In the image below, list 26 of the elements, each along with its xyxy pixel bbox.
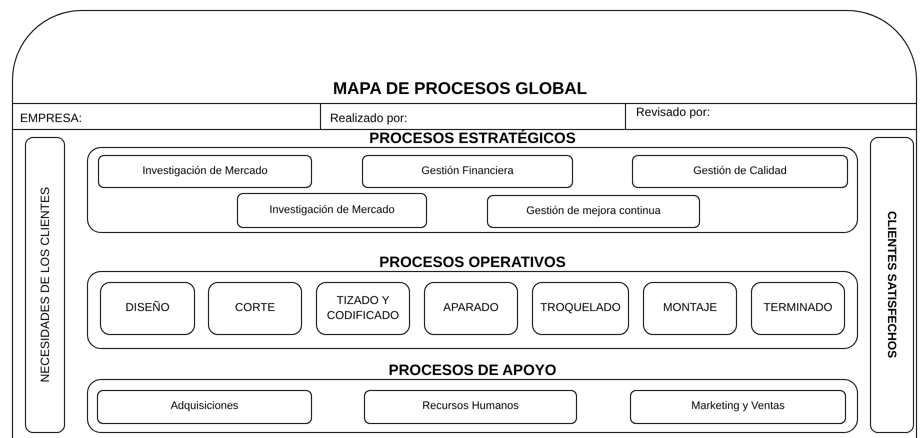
- process-box: Recursos Humanos: [364, 390, 577, 424]
- vertical-label: CLIENTES SATISFECHOS: [884, 211, 900, 359]
- section-heading: PROCESOS ESTRATÉGICOS: [369, 131, 576, 146]
- header-field-label: EMPRESA:: [20, 112, 82, 124]
- process-box: Investigación de Mercado: [237, 193, 427, 228]
- process-box: Investigación de Mercado: [98, 155, 312, 188]
- header-field-label: Revisado por:: [636, 106, 710, 118]
- process-box: APARADO: [424, 282, 518, 335]
- process-box: Marketing y Ventas: [630, 390, 846, 424]
- process-box: TERMINADO: [751, 282, 845, 335]
- process-box: MONTAJE: [643, 282, 737, 335]
- process-box: CORTE: [208, 282, 302, 335]
- process-box: Adquisiciones: [97, 390, 312, 424]
- section-heading: PROCESOS DE APOYO: [388, 363, 556, 378]
- section-heading: PROCESOS OPERATIVOS: [379, 255, 566, 270]
- process-box: TROQUELADO: [532, 282, 629, 335]
- diagram-title: MAPA DE PROCESOS GLOBAL: [332, 80, 588, 97]
- process-box: TIZADO Y CODIFICADO: [316, 282, 410, 335]
- process-box: Gestión de mejora continua: [487, 195, 700, 228]
- header-field-label: Realizado por:: [330, 112, 408, 124]
- process-box: DISEÑO: [100, 282, 195, 335]
- side-bar: [25, 137, 65, 433]
- vertical-label: NECESIDADES DE LOS CLIENTES: [37, 187, 53, 383]
- process-box: Gestión Financiera: [362, 155, 573, 188]
- process-box: Gestión de Calidad: [632, 155, 848, 188]
- side-bar: [870, 137, 914, 433]
